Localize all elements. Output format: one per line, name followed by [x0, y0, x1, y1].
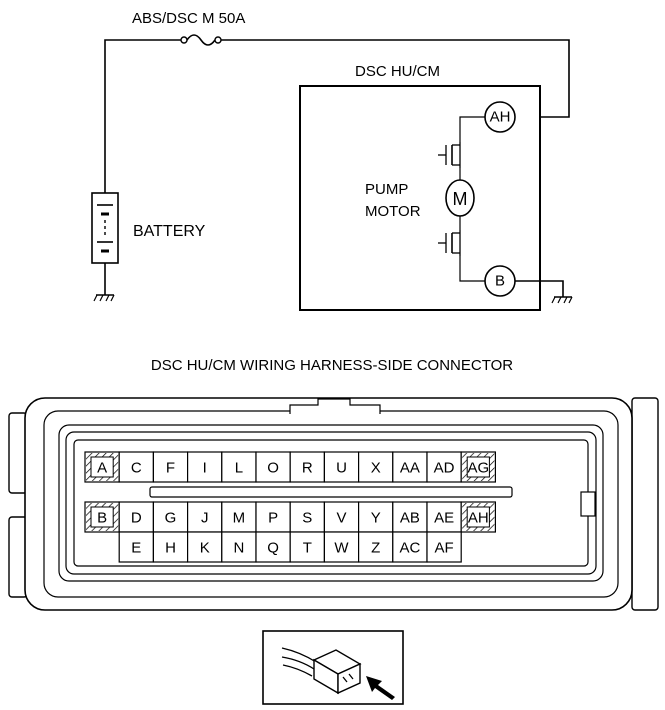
transistor-lower-icon [438, 230, 461, 256]
wire-battery-to-fuse [104, 39, 181, 193]
connector-pin-label: K [200, 540, 210, 557]
wire-fet-to-b [459, 256, 485, 282]
ground-icon [551, 296, 573, 304]
connector-pin-o [255, 451, 291, 483]
connector-title: DSC HU/CM WIRING HARNESS-SIDE CONNECTOR [151, 357, 513, 374]
connector-pin-label: W [334, 540, 349, 557]
connector-pin-k [187, 531, 223, 563]
connector-pin-label-bg [90, 456, 114, 478]
connector-pin-g [152, 501, 189, 533]
connector-pin-label: U [336, 460, 347, 477]
connector-pin-label: X [371, 460, 381, 477]
connector-pin-label: C [131, 460, 142, 477]
connector-pin-label: L [235, 460, 243, 477]
connector-pin-label: AD [434, 460, 455, 477]
connector-pin-label: E [131, 540, 141, 557]
connector-pin-label: AB [400, 510, 420, 527]
motor-label-line1: PUMP [365, 181, 408, 198]
connector-pin-label: V [336, 510, 346, 527]
connector-pin-ad [426, 451, 462, 483]
connector-pin-label: D [131, 510, 142, 527]
fuse-icon [180, 34, 222, 46]
connector-pin-label: AG [467, 460, 489, 477]
wire-ah-to-fet [459, 116, 485, 142]
motor-icon: M [445, 179, 475, 217]
connector-pin-label: AE [434, 510, 454, 527]
connector-pin-label: F [166, 460, 175, 477]
connector-pin-label: B [97, 510, 107, 527]
connector-pin-ac [392, 531, 428, 563]
connector-pin-d [118, 501, 154, 533]
connector-pin-label: G [165, 510, 177, 527]
connector-pin-label: T [303, 540, 312, 557]
connector-pin-label: AC [399, 540, 420, 557]
connector-pin-label: I [203, 460, 207, 477]
connector-pin-label: Z [371, 540, 380, 557]
connector-pin-label: O [267, 460, 279, 477]
connector-pin-label-bg [466, 506, 490, 528]
connector-pin-label: AH [468, 510, 489, 527]
connector-pin-label: AF [435, 540, 454, 557]
battery-label: BATTERY [133, 223, 206, 240]
connector-pin-label: P [268, 510, 278, 527]
connector-pin-label: A [97, 460, 107, 477]
connector-pin-label: N [233, 540, 244, 557]
battery-icon [91, 192, 119, 264]
terminal-b-label: B [495, 273, 505, 290]
connector-pin-label: S [302, 510, 312, 527]
connector-pin-j [187, 501, 223, 533]
connector-pin-p [255, 501, 291, 533]
schematic: ABS/DSC M 50A BATTERY DSC HU/CM [91, 10, 573, 311]
connector-pin-x [358, 451, 394, 483]
connector-pin-label-bg [90, 506, 114, 528]
connector-pin-aa [392, 451, 428, 483]
module-label: DSC HU/CM [355, 63, 440, 80]
motor-label-line2: MOTOR [365, 203, 421, 220]
connector-pin-label-bg [466, 456, 490, 478]
connector-pin-z [358, 531, 394, 563]
connector-pin-l [221, 451, 257, 483]
ground-icon [93, 294, 115, 302]
connector-pin-label: H [165, 540, 176, 557]
connector-pin-e [118, 531, 154, 563]
wire-fuse-to-ah [221, 39, 570, 118]
connector-pin-label: AA [400, 460, 420, 477]
connector-pin-label: J [201, 510, 209, 527]
connector-pin-w [323, 531, 360, 563]
connector-pin-i [187, 451, 223, 483]
connector-pin-label: R [302, 460, 313, 477]
connector-pin-f [152, 451, 189, 483]
connector-pin-label: M [233, 510, 246, 527]
connector-pin-label: Q [267, 540, 279, 557]
fuse-label: ABS/DSC M 50A [132, 10, 245, 27]
motor-symbol: M [453, 189, 468, 209]
terminal-ah-label: AH [490, 109, 511, 126]
connector-pin-c [118, 451, 154, 483]
transistor-upper-icon [438, 142, 461, 168]
wire-b-to-ground [515, 280, 564, 297]
connector-pin-label: Y [371, 510, 381, 527]
connector-pin-af [426, 531, 462, 563]
harness-connector-with-arrow-icon [262, 630, 404, 705]
